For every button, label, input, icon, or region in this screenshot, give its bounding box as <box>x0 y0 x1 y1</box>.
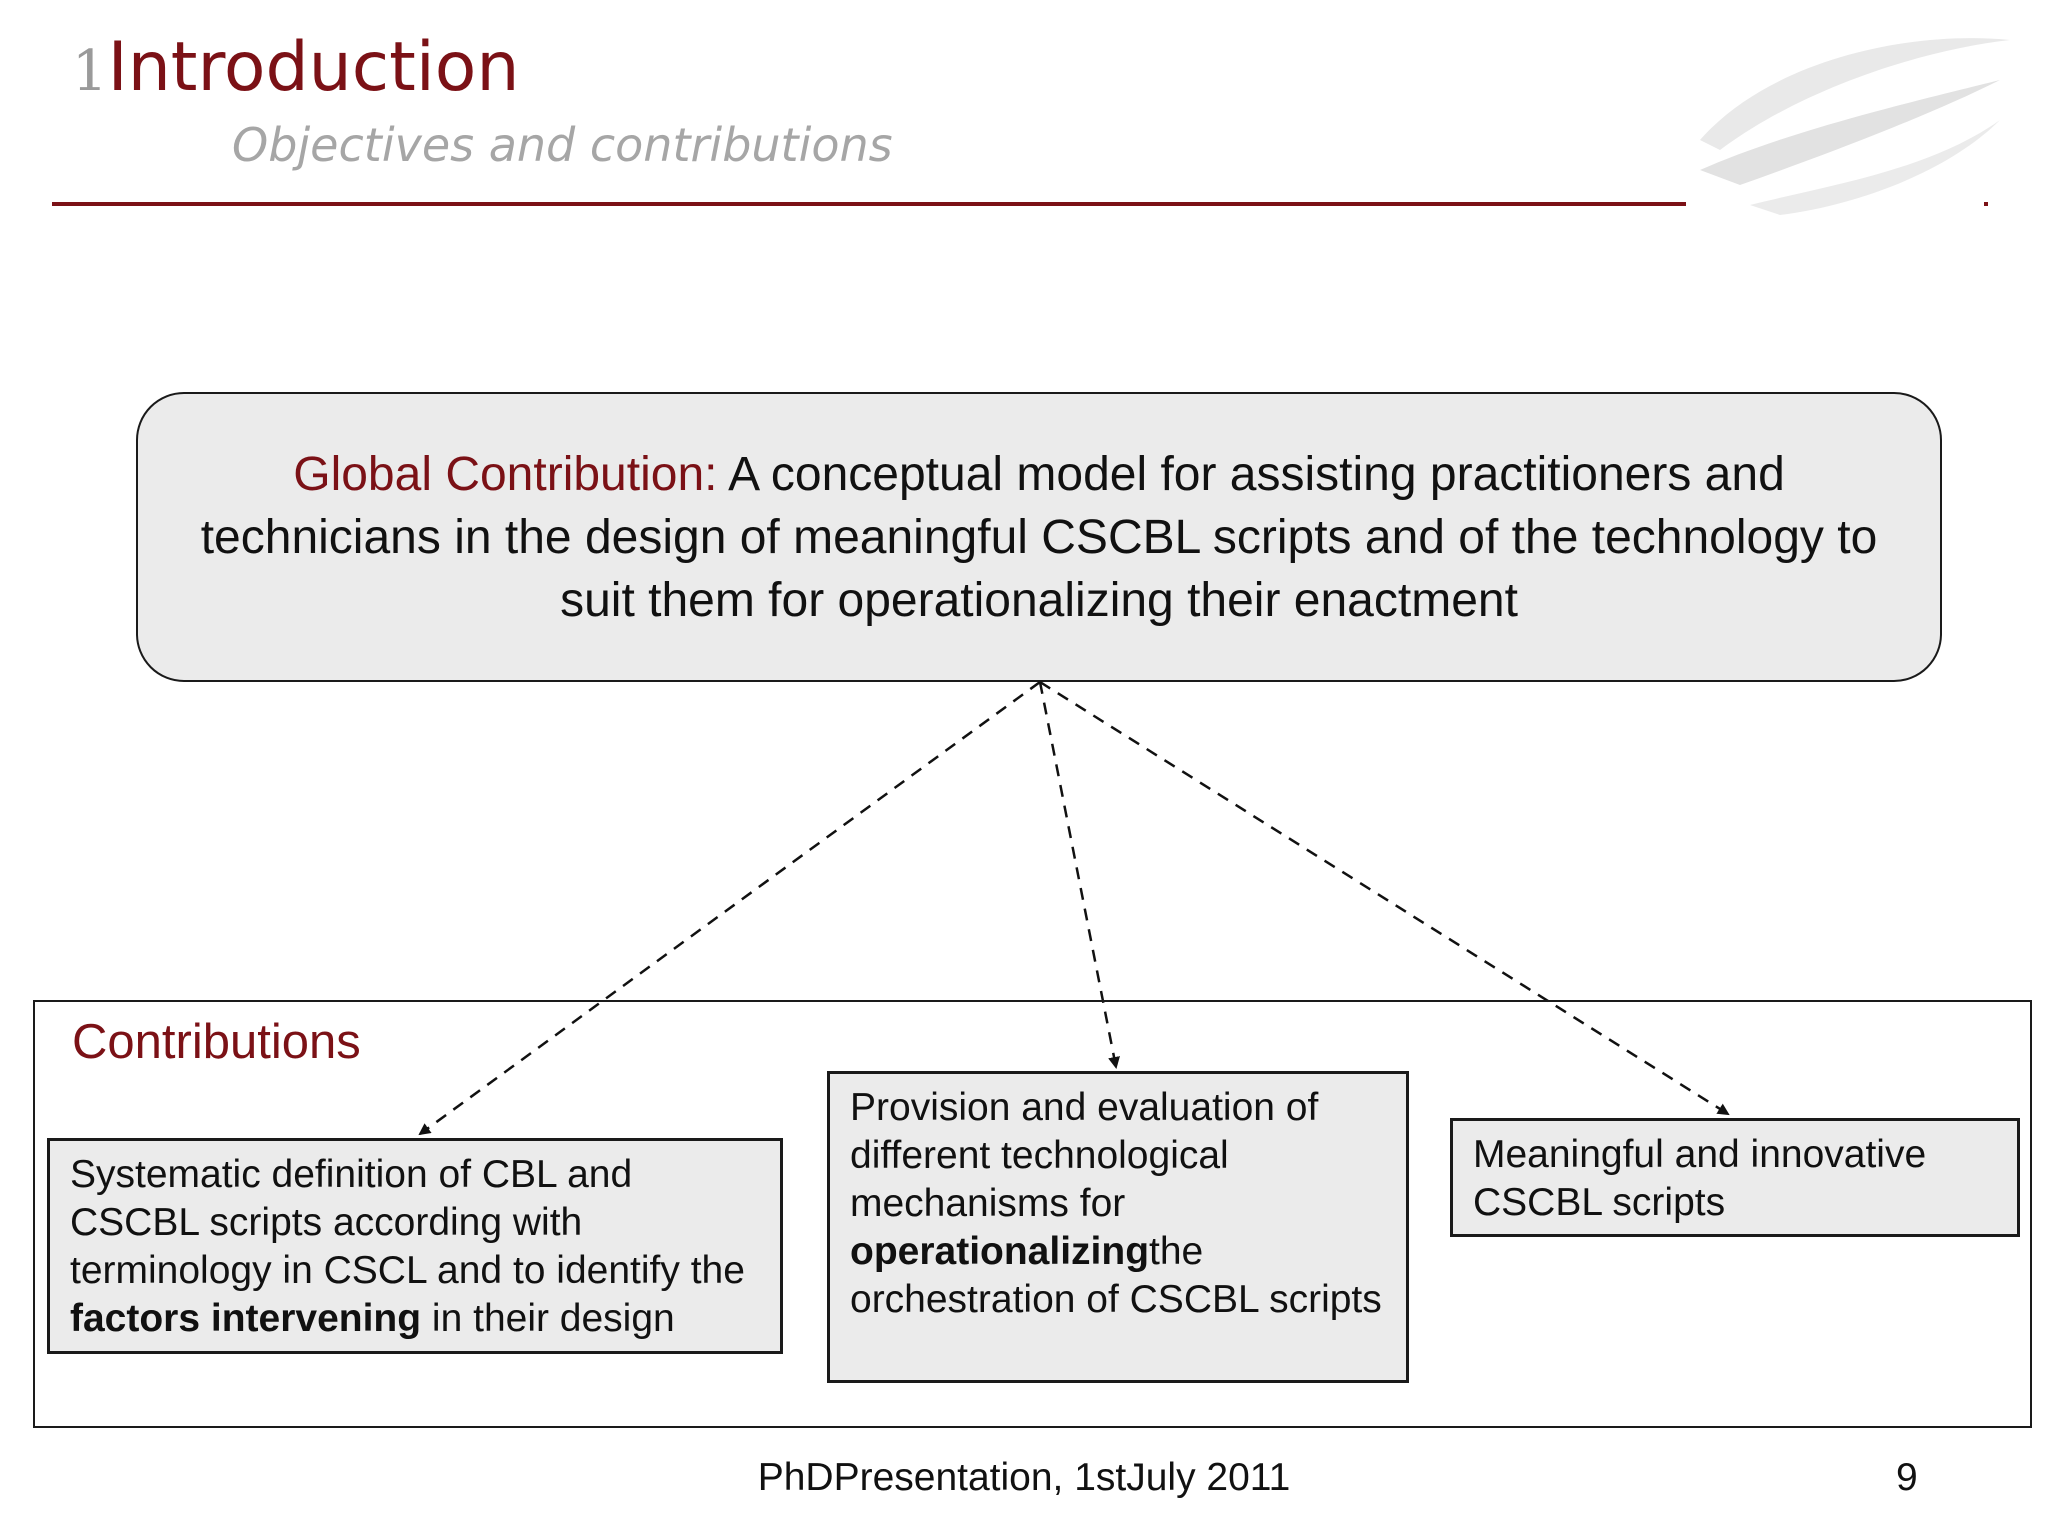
title-divider <box>52 202 1686 206</box>
slide-subtitle: Objectives and contributions <box>232 118 893 172</box>
contribution-2-emphasis: operationalizing <box>850 1230 1150 1273</box>
decorative-swoosh-logo <box>1700 38 2010 215</box>
contribution-box-3: Meaningful and innovative CSCBL scripts <box>1450 1118 2020 1237</box>
contribution-1-emphasis: factors intervening <box>70 1297 422 1340</box>
contribution-1-text-end: in their design <box>421 1297 675 1340</box>
contribution-box-2: Provision and evaluation of different te… <box>827 1071 1409 1383</box>
title-divider-end-mark <box>1984 202 1988 206</box>
contribution-3-text: Meaningful and innovative CSCBL scripts <box>1473 1133 1927 1224</box>
contribution-box-1: Systematic definition of CBL and CSCBL s… <box>47 1138 783 1354</box>
section-number: 1 <box>72 39 108 104</box>
contributions-frame <box>33 1000 2032 1428</box>
contribution-1-text: Systematic definition of CBL and CSCBL s… <box>70 1153 745 1292</box>
global-contribution-label: Global Contribution: <box>293 447 718 501</box>
section-title: Introduction <box>107 28 520 107</box>
contribution-2-text: Provision and evaluation of different te… <box>850 1086 1319 1225</box>
global-contribution-text: Global Contribution: A conceptual model … <box>178 443 1900 632</box>
footer-caption: PhDPresentation, 1stJuly 2011 <box>757 1456 1291 1499</box>
contributions-title: Contributions <box>72 1015 361 1069</box>
global-contribution-description: A conceptual model for assisting practit… <box>200 447 1878 627</box>
slide-title: 1 Introduction <box>72 28 519 118</box>
global-contribution-box: Global Contribution: A conceptual model … <box>136 392 1942 682</box>
contribution-2-text-end: the orchestration of CSCBL scripts <box>850 1230 1382 1321</box>
page-number: 9 <box>1896 1456 1918 1499</box>
